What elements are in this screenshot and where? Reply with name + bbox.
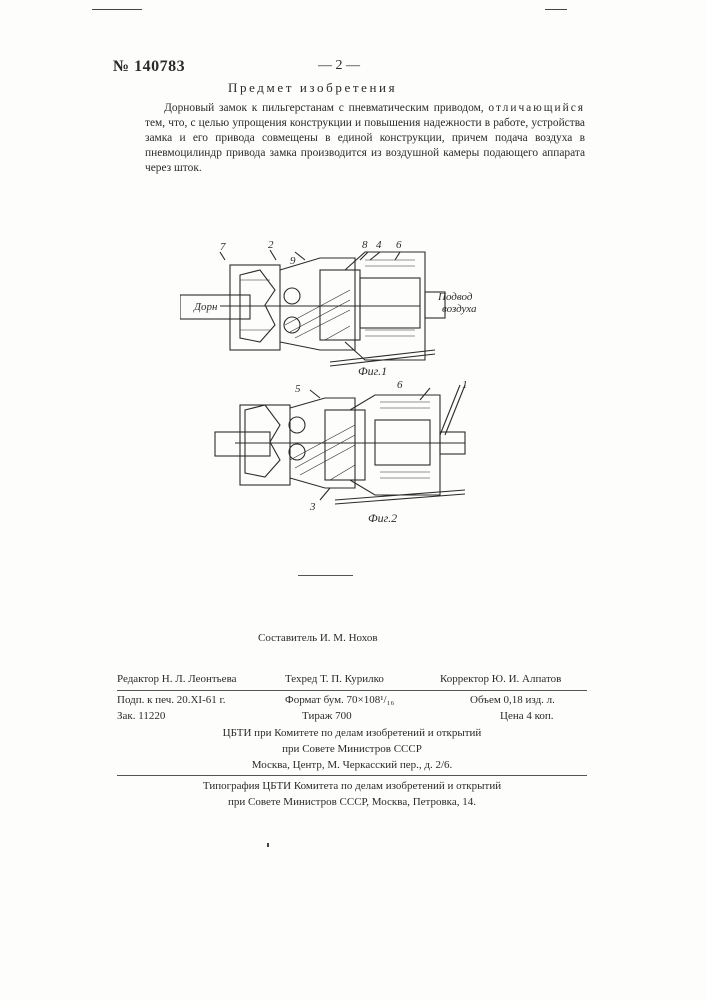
patent-number: № 140783 [113, 58, 185, 76]
fig2-label-1: 1 [462, 379, 468, 391]
org-line-2: при Совете Министров СССР [117, 743, 587, 755]
fig1-label-air2: воздуха [442, 303, 477, 315]
compiler-line: Составитель И. М. Нохов [258, 632, 378, 644]
corrector-line: Корректор Ю. И. Алпатов [440, 673, 561, 685]
claim-part2: тем, что, с целью упрощения конструкции … [145, 117, 585, 174]
scan-mark [92, 9, 142, 10]
print-line-2: при Совете Министров СССР, Москва, Петро… [117, 796, 587, 808]
scan-speck [267, 843, 269, 847]
format-line: Формат бум. 70×108¹/₁₆ [285, 694, 394, 706]
print-line-1: Типография ЦБТИ Комитета по делам изобре… [117, 780, 587, 792]
fig1-label-9: 9 [290, 255, 296, 267]
fig2-label-3: 3 [309, 501, 316, 513]
claim-part1: Дорновый замок к пильгерстанам с пневмат… [164, 102, 488, 114]
section-title: Предмет изобретения [228, 80, 397, 96]
fig1-label-air1: Подвод [437, 291, 473, 303]
separator-rule [298, 575, 353, 576]
technical-drawings: 7 2 9 8 4 6 Дорн Подвод воздуха Фиг.1 5 … [180, 230, 500, 530]
org-line-1: ЦБТИ при Комитете по делам изобретений и… [117, 727, 587, 739]
footer-rule-top [117, 690, 587, 691]
figure-2-drawing [215, 385, 465, 504]
order-line: Зак. 11220 [117, 710, 165, 722]
org-line-3: Москва, Центр, М. Черкасский пер., д. 2/… [117, 759, 587, 771]
signed-line: Подп. к печ. 20.XI-61 г. [117, 694, 226, 706]
footer-rule-bottom [117, 775, 587, 776]
run-line: Тираж 700 [302, 710, 352, 722]
fig2-label-5: 5 [295, 383, 301, 395]
fig1-label-2: 2 [268, 239, 274, 251]
fig1-label-6: 6 [396, 239, 402, 251]
fig1-label-dorn: Дорн [193, 301, 218, 313]
fig2-caption: Фиг.2 [368, 511, 397, 525]
page-number: — 2 — [318, 58, 360, 74]
price-line: Цена 4 коп. [500, 710, 554, 722]
fig1-label-7: 7 [220, 241, 226, 253]
volume-line: Объем 0,18 изд. л. [470, 694, 555, 706]
figure-1-drawing [180, 250, 445, 366]
fig1-label-8: 8 [362, 239, 368, 251]
techred-line: Техред Т. П. Курилко [285, 673, 384, 685]
editor-line: Редактор Н. Л. Леонтьева [117, 673, 237, 685]
claim-spaced-word: отличающийся [488, 102, 585, 114]
fig1-label-4: 4 [376, 239, 382, 251]
scan-mark [545, 9, 567, 10]
fig2-label-6: 6 [397, 379, 403, 391]
claim-text: Дорновый замок к пильгерстанам с пневмат… [145, 101, 585, 176]
fig1-caption: Фиг.1 [358, 364, 387, 378]
